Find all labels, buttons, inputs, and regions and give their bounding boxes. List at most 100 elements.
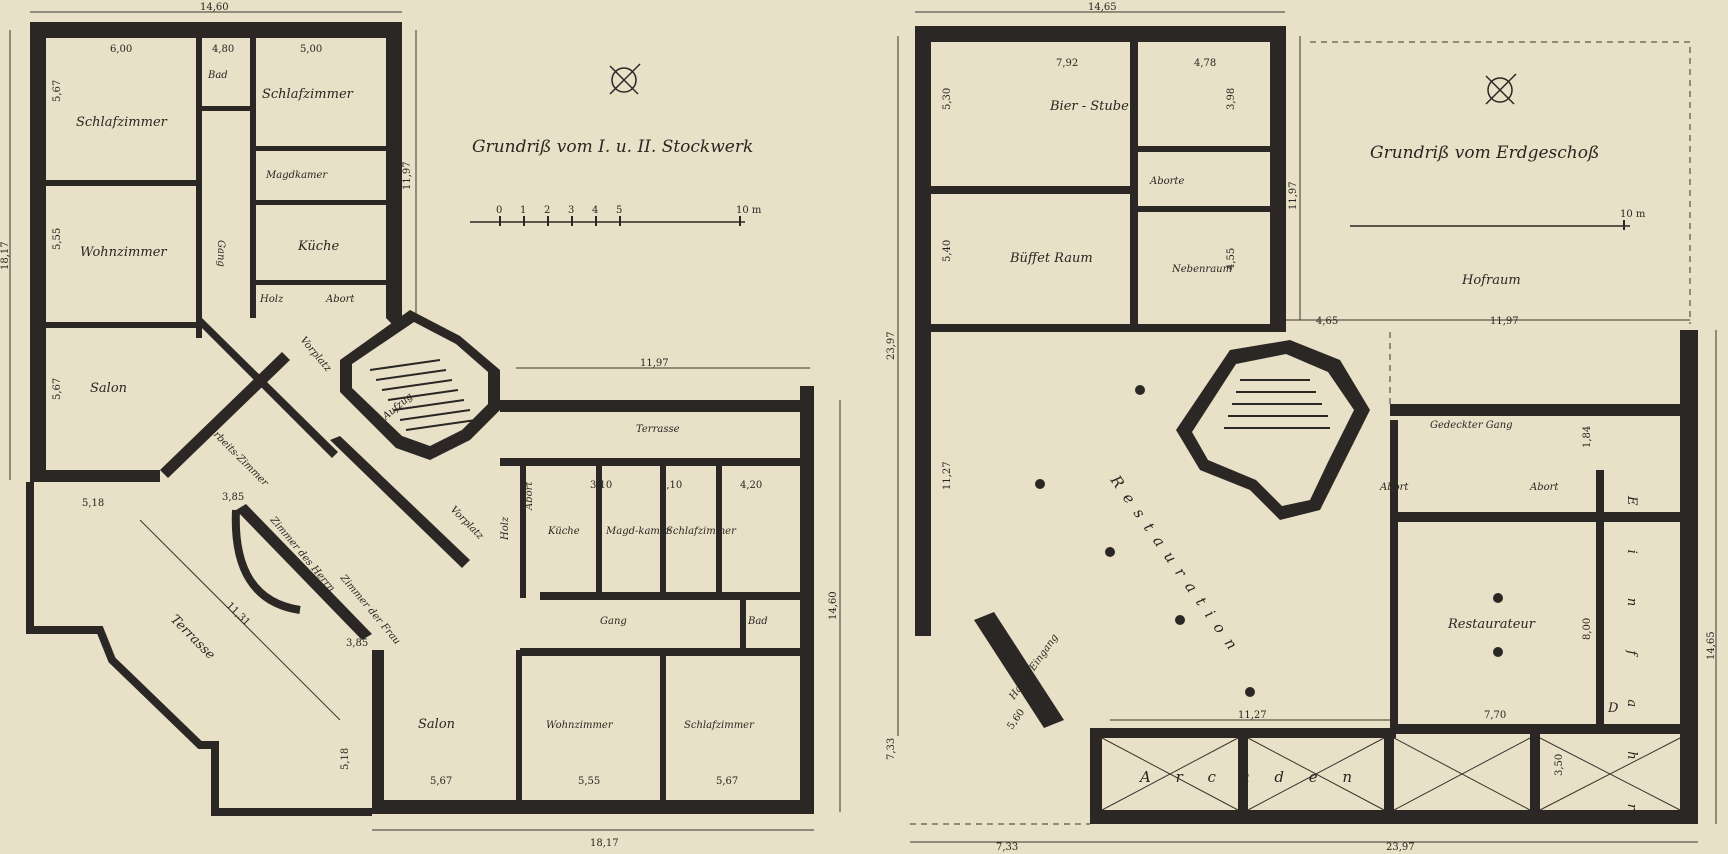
ground-plan-title: Grundriß vom Erdgeschoß bbox=[1370, 143, 1599, 163]
dim-ground-r-b: 4,55 bbox=[1226, 248, 1237, 270]
upper-scale-bar: 0 1 2 3 4 5 10 m bbox=[470, 205, 762, 226]
dim-upper-r-c: 4,20 bbox=[740, 480, 762, 491]
scale-tick-label: 10 m bbox=[1620, 209, 1646, 220]
dim-upper-diag: 11,31 bbox=[224, 600, 252, 628]
dim-ground-r-d: 1,84 bbox=[1582, 426, 1593, 448]
dim-upper-small-b: 3,85 bbox=[346, 638, 368, 649]
dim-ground-mid-b: 11,97 bbox=[1490, 316, 1519, 327]
room-bierstube: Bier - Stube bbox=[1049, 99, 1129, 114]
dim-ground-vertical-left: 7,33 bbox=[886, 738, 897, 760]
room-salon-b: Salon bbox=[418, 717, 455, 732]
room-kueche-b: Küche bbox=[547, 526, 580, 537]
dim-upper-bottom-c: 5,67 bbox=[716, 776, 738, 787]
room-holz-a: Holz bbox=[259, 294, 284, 305]
room-gang-a: Gang bbox=[215, 240, 226, 267]
room-schlafzimmer-b: Schlafzimmer bbox=[262, 87, 354, 102]
dim-ground-inner-a: 11,27 bbox=[1238, 710, 1267, 721]
dim-ground-left-b: 5,40 bbox=[942, 240, 953, 262]
staircase-upper bbox=[369, 359, 477, 431]
room-hofraum: Hofraum bbox=[1461, 273, 1521, 288]
dim-upper-right-height: 11,97 bbox=[402, 161, 413, 190]
dim-ground-top-b: 4,78 bbox=[1194, 58, 1216, 69]
dim-ground-bottom-left: 7,33 bbox=[996, 842, 1018, 853]
dim-upper-top-total: 14,60 bbox=[200, 2, 229, 13]
dim-upper-bottom-a: 5,67 bbox=[430, 776, 452, 787]
restaurant-columns bbox=[1035, 385, 1503, 697]
dim-ground-top-a: 7,92 bbox=[1056, 58, 1078, 69]
dim-ground-left-c: 11,27 bbox=[942, 461, 953, 490]
room-vorplatz-b: Vorplatz bbox=[448, 504, 486, 542]
room-restaurateur: Restaurateur bbox=[1447, 617, 1536, 632]
dim-upper-bottom-total: 18,17 bbox=[590, 838, 619, 849]
room-restauration: Restauration bbox=[1106, 471, 1246, 661]
dim-ground-left-a: 5,30 bbox=[942, 88, 953, 110]
dim-upper-bottom-b: 5,55 bbox=[578, 776, 600, 787]
scale-tick-label: 5 bbox=[616, 205, 622, 216]
dim-upper-small-a: 3,85 bbox=[222, 492, 244, 503]
room-gang-b: Gang bbox=[600, 616, 627, 627]
dim-ground-left-total: 23,97 bbox=[886, 331, 897, 360]
arcade-vaults bbox=[1101, 737, 1681, 811]
scale-tick-label: 2 bbox=[544, 205, 550, 216]
ground-scale-bar: 10 m bbox=[1350, 209, 1646, 230]
dim-upper-corner-b: 5,18 bbox=[340, 748, 351, 770]
room-abort-left: Abort bbox=[1379, 482, 1409, 493]
room-schlafzimmer-a: Schlafzimmer bbox=[76, 115, 168, 130]
dim-upper-left-b: 5,55 bbox=[52, 228, 63, 250]
room-vorplatz-a: Vorplatz bbox=[298, 335, 334, 375]
dim-upper-top-b: 4,80 bbox=[212, 44, 234, 55]
upper-floor-plan bbox=[26, 22, 814, 816]
room-nebenraum: Nebenraum bbox=[1171, 264, 1232, 275]
scale-tick-label: 1 bbox=[520, 205, 526, 216]
dim-upper-left-a: 5,67 bbox=[52, 80, 63, 102]
label-einfahrt: E i n f a h r t bbox=[1624, 495, 1639, 854]
upper-north-arrow-icon bbox=[609, 63, 641, 95]
dim-upper-corner-a: 5,18 bbox=[82, 498, 104, 509]
room-arbeitszimmer: Arbeits-Zimmer bbox=[205, 424, 271, 490]
dim-ground-top-total: 14,65 bbox=[1088, 2, 1117, 13]
dim-upper-r-b: 2,10 bbox=[660, 480, 682, 491]
dim-ground-bottom-total: 23,97 bbox=[1386, 842, 1415, 853]
room-abort-right: Abort bbox=[1529, 482, 1559, 493]
dim-ground-inner-b: 7,70 bbox=[1484, 710, 1506, 721]
staircase-ground bbox=[1224, 379, 1330, 429]
dim-ground-right-height: 11,97 bbox=[1288, 181, 1299, 210]
room-bad-a: Bad bbox=[207, 70, 228, 81]
dim-ground-entry: 5,60 bbox=[1005, 707, 1027, 732]
room-wohnzimmer-a: Wohnzimmer bbox=[80, 245, 167, 260]
dim-upper-left-c: 5,67 bbox=[52, 378, 63, 400]
upper-plan-title: Grundriß vom I. u. II. Stockwerk bbox=[472, 137, 753, 157]
room-terrasse-b: Terrasse bbox=[636, 424, 680, 435]
room-schlafzimmer-c: Schlafzimmer bbox=[666, 526, 737, 537]
dim-upper-top-c: 5,00 bbox=[300, 44, 322, 55]
dim-ground-r-c: 8,00 bbox=[1582, 618, 1593, 640]
room-terrasse-a: Terrasse bbox=[167, 612, 218, 663]
scale-tick-label: 0 bbox=[496, 205, 502, 216]
scale-tick-label: 3 bbox=[568, 205, 574, 216]
dim-upper-left-total: 18,17 bbox=[0, 241, 11, 270]
room-bad-b: Bad bbox=[747, 616, 768, 627]
room-gedeckter-gang: Gedeckter Gang bbox=[1430, 420, 1513, 431]
room-schlafzimmer-d: Schlafzimmer bbox=[684, 720, 755, 731]
dim-upper-r-a: 3,10 bbox=[590, 480, 612, 491]
room-salon-a: Salon bbox=[90, 381, 127, 396]
dim-ground-right-total: 14,65 bbox=[1706, 631, 1717, 660]
dim-ground-mid-a: 4,65 bbox=[1316, 316, 1338, 327]
room-magdkammer-a: Magdkamer bbox=[265, 170, 328, 181]
room-holz-b: Holz bbox=[500, 516, 511, 541]
room-abort-a: Abort bbox=[325, 294, 355, 305]
label-durchfahrt: D bbox=[1607, 701, 1619, 716]
dim-ground-arc: 3,50 bbox=[1554, 754, 1565, 776]
room-abort-b: Abort bbox=[524, 481, 535, 511]
dim-upper-terrace-width: 11,97 bbox=[640, 358, 669, 369]
dim-upper-wing-height: 14,60 bbox=[828, 591, 839, 620]
scale-tick-label: 4 bbox=[592, 205, 598, 216]
room-buffet: Büffet Raum bbox=[1009, 251, 1093, 266]
ground-floor-plan bbox=[910, 26, 1698, 825]
ground-north-arrow-icon bbox=[1485, 73, 1517, 105]
room-aborte: Aborte bbox=[1149, 176, 1184, 187]
scale-tick-label: 10 m bbox=[736, 205, 762, 216]
room-zimmer-des-herrn: Zimmer des Herrn bbox=[267, 514, 337, 594]
room-magdkammer-b: Magd-kamer bbox=[605, 526, 672, 537]
